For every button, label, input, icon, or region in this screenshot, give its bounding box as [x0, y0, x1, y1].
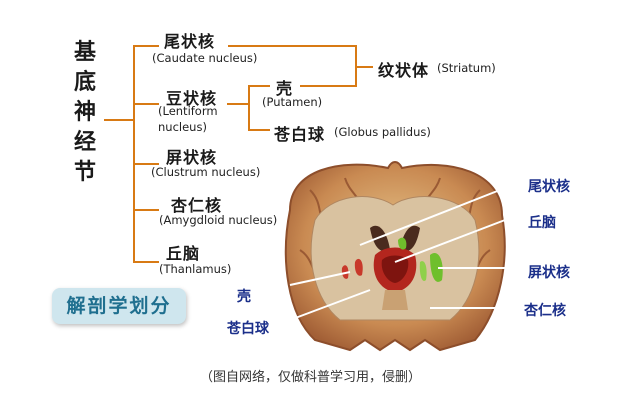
thalamus-label-zh: 丘脑: [166, 244, 201, 263]
bracket-tick-lentiform: [133, 103, 159, 105]
brain-label-caudate: 尾状核: [528, 179, 570, 195]
brain-label-putamen: 壳: [237, 289, 251, 305]
bracket-main-vertical: [133, 45, 135, 263]
striatum-label-zh: 纹状体: [378, 61, 430, 80]
globus-label-zh: 苍白球: [274, 125, 326, 144]
caudate-label-zh: 尾状核: [164, 32, 216, 51]
brain-label-globus: 苍白球: [227, 321, 269, 337]
putamen-label-en: (Putamen): [262, 95, 323, 109]
bracket-tick-thalamus: [133, 261, 159, 263]
bracket-stem: [104, 119, 134, 121]
amygdaloid-label-en: (Amygdloid nucleus): [159, 213, 278, 227]
title-char: 经: [73, 130, 96, 155]
bracket-tick-clustrum: [133, 163, 159, 165]
clustrum-label-zh: 屏状核: [166, 148, 218, 167]
striatum-label-en: (Striatum): [437, 61, 496, 75]
bracket-tick-caudate: [133, 45, 159, 47]
title-char: 底: [73, 70, 96, 95]
putamen-label-zh: 壳: [276, 79, 294, 98]
anatomy-division-badge: 解剖学划分: [52, 288, 186, 324]
title-char: 神: [73, 100, 96, 125]
brain-coronal-section: [284, 161, 506, 352]
globus-label-en: (Globus pallidus): [334, 125, 431, 139]
caudate-label-en: (Caudate nucleus): [152, 51, 258, 65]
brain-label-amygdaloid: 杏仁核: [524, 303, 566, 319]
bracket-tick-amygdaloid: [133, 209, 159, 211]
amygdaloid-label-zh: 杏仁核: [171, 196, 223, 215]
bracket-lentiform-link: [227, 103, 249, 105]
title-char: 节: [73, 160, 96, 185]
clustrum-label-en: (Clustrum nucleus): [151, 165, 261, 179]
lentiform-label-en1: (Lentiform: [158, 104, 218, 118]
lentiform-label-zh: 豆状核: [166, 89, 218, 108]
brain-label-thalamus: 丘脑: [528, 215, 556, 231]
bracket-lentiform-vertical: [248, 85, 250, 131]
bracket-striatum-tick: [355, 66, 373, 68]
image-caption: （图自网络，仅做科普学习用，侵删）: [199, 370, 421, 385]
main-title: 基 底 神 经 节: [70, 38, 100, 188]
thalamus-label-en: (Thanlamus): [159, 262, 232, 276]
bracket-globus-tick: [248, 129, 270, 131]
bracket-putamen-tick: [248, 85, 270, 87]
title-char: 基: [73, 40, 96, 65]
bracket-caudate-line: [228, 45, 356, 47]
bracket-putamen-line: [300, 85, 356, 87]
lentiform-label-en2: nucleus): [158, 120, 207, 134]
brain-label-clustrum: 屏状核: [528, 265, 570, 281]
